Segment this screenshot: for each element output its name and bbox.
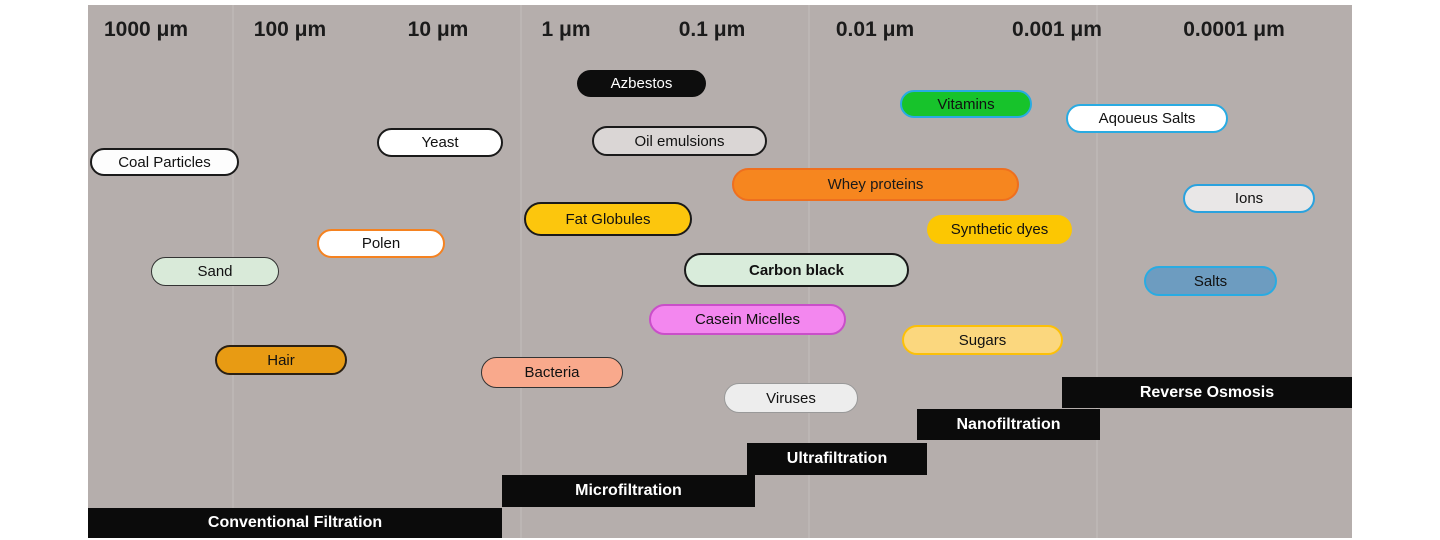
particle-pill-sugars: Sugars — [902, 325, 1063, 355]
particle-pill-viruses: Viruses — [724, 383, 858, 413]
particle-pill-bacteria: Bacteria — [481, 357, 623, 388]
particle-pill-vitamins: Vitamins — [900, 90, 1032, 118]
filtration-step-nanofiltration: Nanofiltration — [917, 409, 1100, 440]
particle-pill-synthetic-dyes: Synthetic dyes — [927, 215, 1072, 244]
particle-pill-aqoueus-salts: Aqoueus Salts — [1066, 104, 1228, 133]
particle-pill-hair: Hair — [215, 345, 347, 375]
filtration-step-reverse-osmosis: Reverse Osmosis — [1062, 377, 1352, 408]
particle-pill-yeast: Yeast — [377, 128, 503, 157]
particle-pill-azbestos: Azbestos — [577, 70, 706, 97]
background-gridline — [1096, 5, 1098, 538]
particle-pill-coal-particles: Coal Particles — [90, 148, 239, 176]
particle-pill-fat-globules: Fat Globules — [524, 202, 692, 236]
particle-pill-ions: Ions — [1183, 184, 1315, 213]
particle-pill-whey-proteins: Whey proteins — [732, 168, 1019, 201]
scale-label-10-m: 10 μm — [407, 18, 469, 41]
background-gridline — [520, 5, 522, 538]
particle-pill-oil-emulsions: Oil emulsions — [592, 126, 767, 156]
particle-pill-salts: Salts — [1144, 266, 1277, 296]
particle-pill-sand: Sand — [151, 257, 279, 286]
scale-label-100-m: 100 μm — [253, 18, 327, 41]
filtration-step-ultrafiltration: Ultrafiltration — [747, 443, 927, 475]
scale-label-1-m: 1 μm — [541, 18, 591, 41]
scale-label-0-0001-m: 0.0001 μm — [1183, 18, 1285, 41]
scale-label-0-001-m: 0.001 μm — [1012, 18, 1102, 41]
particle-pill-casein-micelles: Casein Micelles — [649, 304, 846, 335]
particle-pill-polen: Polen — [317, 229, 445, 258]
scale-label-0-1-m: 0.1 μm — [678, 18, 746, 41]
filtration-step-conventional-filtration: Conventional Filtration — [88, 508, 502, 538]
filtration-step-microfiltration: Microfiltration — [502, 475, 755, 507]
scale-label-0-01-m: 0.01 μm — [835, 18, 915, 41]
scale-label-1000-m: 1000 μm — [103, 18, 189, 41]
particle-pill-carbon-black: Carbon black — [684, 253, 909, 287]
